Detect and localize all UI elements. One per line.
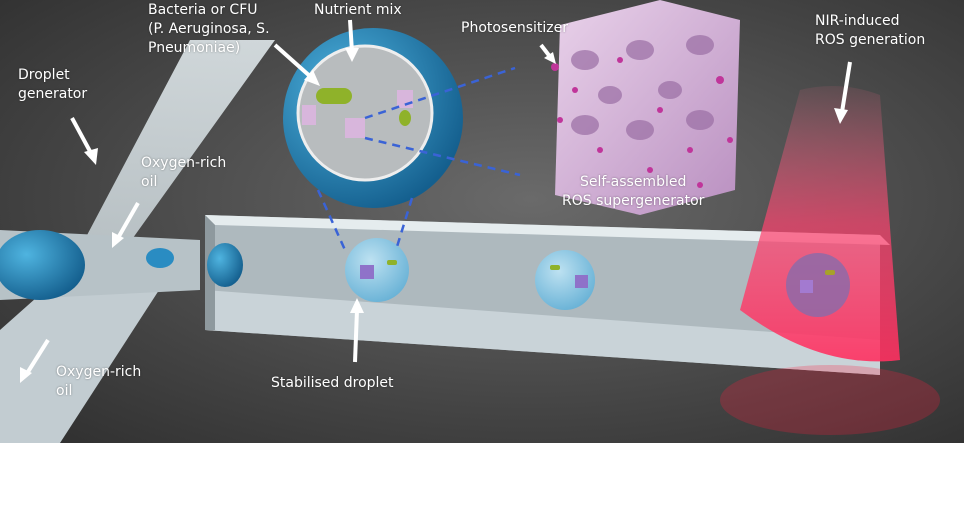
label-oxygen-oil-top: Oxygen-rich oil — [141, 155, 227, 190]
generator-droplet — [0, 230, 85, 300]
diagram-scene — [0, 0, 964, 443]
dashed-connectors — [316, 66, 521, 251]
ros-supergenerator-scaffold — [551, 0, 740, 215]
label-nutrient-mix: Nutrient mix — [314, 2, 402, 18]
label-bacteria: Bacteria or CFU (P. Aeruginosa, S. Pneum… — [148, 2, 270, 56]
stabilised-droplet — [345, 238, 409, 302]
label-oxygen-oil-bottom: Oxygen-rich oil — [56, 364, 142, 399]
label-supergenerator: Self-assembled ROS supergenerator — [562, 174, 705, 209]
bacterium — [316, 88, 352, 104]
label-nir-ros: NIR-induced ROS generation — [815, 13, 926, 48]
droplet-cross-section — [283, 28, 463, 208]
droplet-generator-channel — [0, 40, 275, 443]
irradiated-droplet — [786, 253, 850, 317]
label-stabilised-droplet: Stabilised droplet — [271, 375, 394, 391]
label-photosensitizer: Photosensitizer — [461, 20, 568, 36]
label-droplet-generator: Droplet generator — [18, 67, 88, 102]
nir-beam — [740, 86, 900, 362]
arrows — [20, 19, 852, 383]
droplet — [535, 250, 595, 310]
